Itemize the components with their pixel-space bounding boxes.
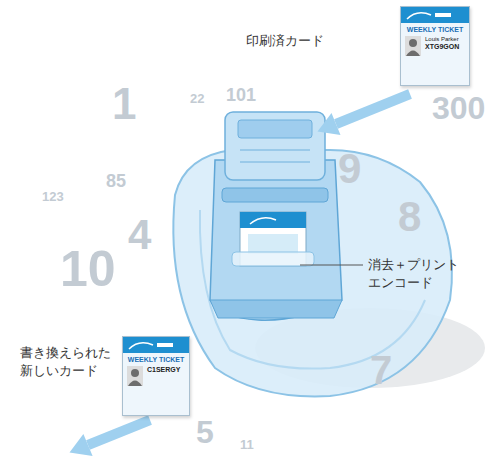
callout-label: 書き換えられた 新しいカード — [20, 344, 120, 380]
card-text-column: Louis ParkerXTG9GON — [425, 36, 459, 52]
card-text: Louis Parker — [425, 36, 459, 44]
background-number: 5 — [196, 416, 214, 448]
background-number: 9 — [338, 148, 361, 190]
output-arrow — [88, 420, 150, 445]
person-body — [406, 50, 420, 56]
printer-chassis — [210, 160, 342, 320]
background-number: 300 — [432, 92, 485, 124]
card-photo — [405, 36, 421, 56]
card-text: C1SERGY — [147, 366, 180, 375]
background-number: 8 — [398, 196, 421, 238]
person-body — [128, 380, 142, 386]
card-body: Louis ParkerXTG9GON — [401, 36, 469, 56]
ribbon-cartridge — [225, 112, 325, 180]
person-head — [131, 369, 139, 377]
background-number: 10 — [60, 244, 116, 294]
background-number: 22 — [190, 92, 204, 105]
printer-shell — [173, 150, 452, 396]
output-arrow-head — [70, 434, 93, 456]
logo-mark — [435, 13, 451, 17]
ticket-card: WEEKLY TICKET Louis ParkerXTG9GON — [400, 6, 470, 86]
card-body: C1SERGY — [123, 366, 189, 386]
background-number: 101 — [226, 86, 256, 104]
callout-label: 印刷済カード — [246, 32, 324, 50]
logo-swoosh — [129, 343, 153, 349]
card-photo — [127, 366, 143, 386]
logo-mark — [157, 343, 173, 347]
card-band — [123, 337, 189, 353]
cartridge-line — [240, 150, 310, 151]
card-title: WEEKLY TICKET — [407, 26, 463, 34]
ticket-card: WEEKLY TICKET C1SERGY — [122, 336, 190, 416]
person-icon — [405, 36, 421, 56]
leader-line — [300, 265, 363, 266]
card-logo — [123, 337, 183, 353]
input-arrow-head — [318, 113, 341, 135]
background-number: 4 — [128, 214, 151, 256]
card-print — [248, 234, 298, 254]
background-number: 123 — [42, 190, 64, 203]
person-head — [409, 39, 417, 47]
background-number: 85 — [106, 172, 126, 190]
logo-swoosh — [407, 13, 431, 19]
background-number: 7 — [370, 350, 392, 390]
card-title: WEEKLY TICKET — [128, 356, 184, 364]
card-logo — [401, 7, 461, 23]
card-slot — [210, 300, 342, 318]
callout-label: 消去＋プリント エンコード — [368, 256, 468, 292]
card-band — [240, 212, 306, 228]
card-band — [401, 7, 469, 23]
erase-head — [232, 252, 314, 266]
cartridge-top — [238, 120, 312, 138]
background-number: 11 — [240, 438, 254, 451]
cartridge-line — [240, 162, 310, 163]
person-icon — [127, 366, 143, 386]
input-arrow — [336, 94, 410, 124]
roller — [222, 188, 328, 202]
card-text-column: C1SERGY — [147, 366, 180, 375]
background-number: 1 — [112, 82, 136, 126]
card-text: XTG9GON — [425, 43, 459, 52]
card-logo — [250, 218, 276, 224]
